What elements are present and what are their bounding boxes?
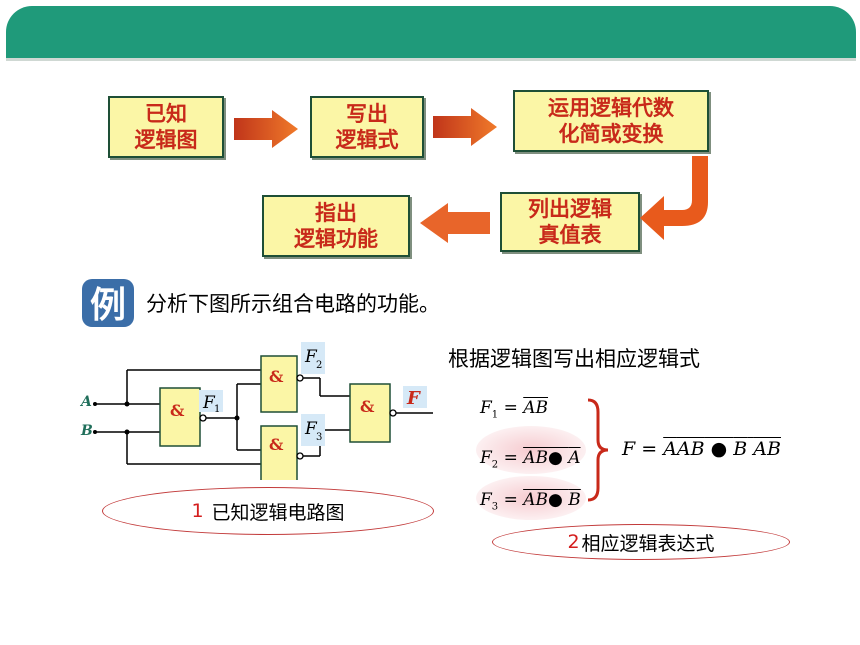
arrow-left-icon: [420, 203, 490, 243]
svg-text:2: 2: [316, 360, 322, 371]
step-simplify: 运用逻辑代数 化简或变换: [513, 90, 709, 152]
f1-label: F: [202, 393, 216, 413]
gate-final-symbol: &: [360, 397, 375, 416]
example-badge-icon: 例: [82, 279, 134, 327]
equation-f3: F3 = AB● B: [480, 490, 581, 513]
equations-heading: 根据逻辑图写出相应逻辑式: [448, 347, 700, 371]
output-f-label: F: [406, 388, 421, 409]
input-b-label: B: [80, 423, 93, 439]
equation-f2: F2 = AB● A: [480, 448, 581, 471]
input-a-label: A: [79, 394, 92, 410]
f2-label: F: [304, 347, 318, 367]
inverter-bubble-2: [296, 374, 304, 382]
svg-text:1: 1: [214, 404, 220, 415]
step-write-expression: 写出 逻辑式: [310, 96, 424, 158]
inverter-bubble-1: [199, 414, 207, 422]
gate-2-symbol: &: [269, 367, 284, 386]
gate-3-symbol: &: [269, 435, 284, 454]
inverter-bubble-final: [389, 409, 397, 417]
step-logic-function: 指出 逻辑功能: [262, 195, 410, 257]
equation-f1: F1 = AB: [480, 398, 549, 421]
example-text: 分析下图所示组合电路的功能。: [146, 292, 440, 316]
arrow-curved-down-icon: [640, 156, 708, 240]
svg-text:3: 3: [316, 432, 322, 443]
gate-1-symbol: &: [170, 401, 185, 420]
step-truth-table: 列出逻辑 真值表: [500, 192, 640, 252]
f3-label: F: [304, 419, 318, 439]
header-bar: [6, 6, 856, 58]
step-known-logic-diagram: 已知 逻辑图: [108, 96, 224, 158]
brace-icon: [587, 398, 609, 502]
header-divider: [6, 58, 856, 61]
logic-circuit-diagram: & & & & A B F 1 F 2 F 3 F: [79, 342, 433, 480]
inverter-bubble-3: [296, 452, 304, 460]
arrow-right-icon: [433, 108, 497, 146]
and-gate-1: [159, 387, 201, 447]
svg-text:例: 例: [90, 284, 126, 326]
and-gate-3: [260, 425, 298, 480]
arrow-right-icon: [234, 110, 298, 148]
and-gate-2: [260, 355, 298, 413]
equation-final: F = AAB ● B AB: [622, 438, 781, 460]
